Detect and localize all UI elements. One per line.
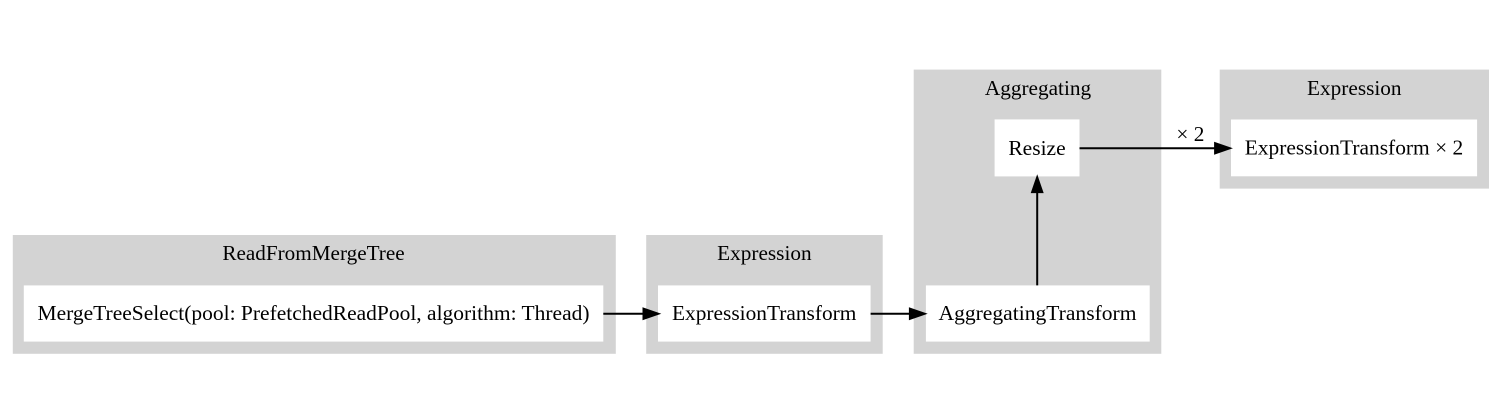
svg-text:Resize: Resize	[1008, 136, 1065, 160]
svg-text:Aggregating: Aggregating	[985, 76, 1092, 100]
svg-text:Expression: Expression	[1307, 76, 1402, 100]
svg-text:AggregatingTransform: AggregatingTransform	[939, 301, 1137, 325]
svg-text:MergeTreeSelect(pool: Prefetch: MergeTreeSelect(pool: PrefetchedReadPool…	[38, 301, 590, 325]
svg-text:ReadFromMergeTree: ReadFromMergeTree	[222, 241, 404, 265]
svg-text:ExpressionTransform: ExpressionTransform	[672, 301, 856, 325]
svg-text:ExpressionTransform × 2: ExpressionTransform × 2	[1245, 136, 1464, 160]
svg-text:× 2: × 2	[1176, 122, 1204, 146]
svg-text:Expression: Expression	[717, 241, 812, 265]
